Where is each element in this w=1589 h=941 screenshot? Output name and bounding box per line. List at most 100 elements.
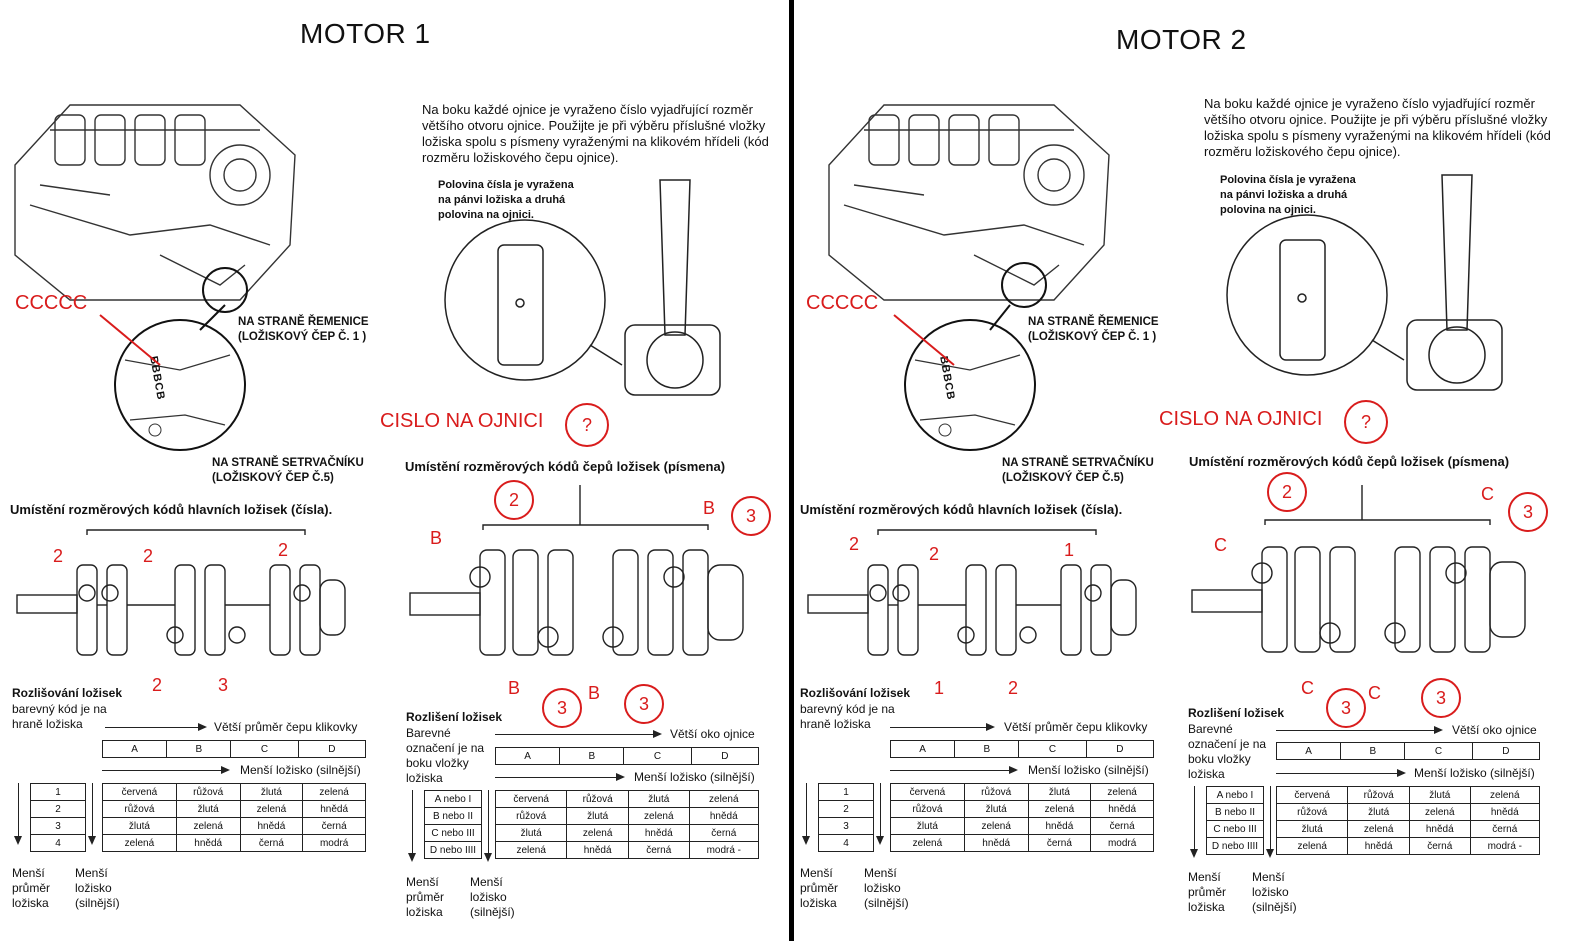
intro-text: Na boku každé ojnice je vyraženo číslo v… <box>422 102 769 165</box>
table-cell: zelená <box>1090 783 1154 801</box>
rod-callout: B <box>430 528 443 548</box>
table-cell: zelená <box>302 783 366 801</box>
main-callout: 2 <box>53 546 64 566</box>
row-label: B nebo II <box>424 807 482 825</box>
rod-bearing-heading: Umístění rozměrových kódů čepů ložisek (… <box>1189 454 1510 469</box>
table-cell: růžová <box>1347 786 1410 804</box>
left-down-arrow <box>14 783 22 845</box>
column-header: C <box>623 747 692 765</box>
left-down-arrow <box>408 790 416 862</box>
rod-callout-circle: 3 <box>1326 688 1366 728</box>
main-left-caption: Menší průměr ložiska <box>800 866 839 910</box>
main-callout: 1 <box>1064 540 1075 560</box>
table-cell: růžová <box>566 790 629 808</box>
rod-table-code-note: Barevné označení je na boku vložky ložis… <box>406 726 485 785</box>
main-row-label-table: 1 2 3 4 <box>818 783 874 852</box>
smaller-arrow <box>1276 769 1406 777</box>
left-down-arrow <box>1190 786 1198 858</box>
rod-right-caption: Menší ložisko (silnější) <box>1252 870 1297 914</box>
main-table-heading: Rozlišování ložisek <box>800 686 911 700</box>
column-header: B <box>166 740 232 758</box>
table-cell: černá <box>1090 817 1154 835</box>
motor-title: MOTOR 1 <box>300 18 431 49</box>
column-header: C <box>1018 740 1087 758</box>
table-cell: modrá - <box>1469 837 1541 855</box>
row-label: 1 <box>30 783 86 801</box>
rod-callout: B <box>508 678 521 698</box>
table-cell: hnědá <box>963 834 1029 852</box>
row-label: 2 <box>30 800 86 818</box>
row-label: 3 <box>30 817 86 835</box>
table-cell: zelená <box>1347 820 1410 838</box>
table-cell: červená <box>890 783 965 801</box>
column-header: A <box>494 747 561 765</box>
crankshaft-rod-illustration <box>1191 485 1526 653</box>
row-label: D nebo IIII <box>1206 837 1264 855</box>
table-cell: žlutá <box>1408 786 1471 804</box>
table-cell: zelená <box>688 790 760 808</box>
half-note-text: Polovina čísla je vyražena na pánvi loži… <box>438 179 574 221</box>
motor-title: MOTOR 2 <box>1116 24 1247 55</box>
larger-arrow <box>1276 726 1443 734</box>
main-column-table: A B C D <box>889 740 1155 758</box>
main-left-caption: Menší průměr ložiska <box>12 866 51 910</box>
table-cell: modrá <box>1090 834 1154 852</box>
table-cell: černá <box>627 841 690 859</box>
motor-panel-2: MOTOR 2 BBBCB CCCCC NA STRANĚ ŘEMENICE (… <box>794 0 1583 941</box>
rod-callout: B <box>703 498 716 518</box>
row-label: 2 <box>818 800 874 818</box>
main-callout: 2 <box>143 546 154 566</box>
column-header: D <box>1471 742 1541 760</box>
rod-smaller-label: Menší ložisko (silnější) <box>634 770 755 784</box>
pulley-side-label: NA STRANĚ ŘEMENICE (LOŽISKOVÝ ČEP Č. 1 ) <box>238 316 369 343</box>
table-cell: růžová <box>175 783 241 801</box>
rod-row-label-table: A nebo I B nebo II C nebo III D nebo III… <box>1206 786 1264 855</box>
crankshaft-rod-illustration <box>409 485 744 656</box>
column-header: D <box>1085 740 1155 758</box>
engine-block-illustration <box>14 104 296 313</box>
row-label: A nebo I <box>424 790 482 808</box>
main-smaller-label: Menší ložisko (silnější) <box>240 763 361 777</box>
stamp-zoom-illustration <box>114 304 246 451</box>
column-header: C <box>1404 742 1473 760</box>
table-cell: zelená <box>239 800 304 818</box>
rod-callout-circle: 2 <box>1267 472 1307 512</box>
panel-divider <box>789 0 794 941</box>
rod-right-caption: Menší ložisko (silnější) <box>470 875 515 919</box>
rod-left-caption: Menší průměr ložiska <box>406 875 445 919</box>
rod-annotation: CISLO NA OJNICI <box>1159 408 1323 430</box>
table-cell: žlutá <box>627 790 690 808</box>
intro-text: Na boku každé ojnice je vyraženo číslo v… <box>1204 96 1551 159</box>
table-cell: hnědá <box>688 807 760 825</box>
table-cell: růžová <box>1275 803 1349 821</box>
column-header: C <box>230 740 299 758</box>
rod-callout: B <box>588 683 601 703</box>
table-cell: hnědá <box>627 824 690 842</box>
table-cell: růžová <box>494 807 568 825</box>
main-right-caption: Menší ložisko (silnější) <box>75 866 120 910</box>
smaller-arrow <box>890 766 1018 774</box>
table-cell: žlutá <box>175 800 241 818</box>
left-down-arrow <box>802 783 810 845</box>
rod-callout: C <box>1368 683 1381 703</box>
main-right-caption: Menší ložisko (silnější) <box>864 866 909 910</box>
larger-arrow <box>105 723 207 731</box>
rod-row-label-table: A nebo I B nebo II C nebo III D nebo III… <box>424 790 482 859</box>
stamp-zoom-illustration <box>904 304 1036 451</box>
table-cell: žlutá <box>494 824 568 842</box>
table-cell: žlutá <box>1027 783 1092 801</box>
main-smaller-label: Menší ložisko (silnější) <box>1028 763 1149 777</box>
code-annotation: CCCCC <box>15 292 88 314</box>
rod-table-code-note: Barevné označení je na boku vložky ložis… <box>1188 722 1267 781</box>
crankshaft-main-illustration <box>16 529 346 656</box>
table-cell: černá <box>1027 834 1092 852</box>
column-header: A <box>101 740 168 758</box>
table-cell: růžová <box>890 800 965 818</box>
rod-callout-circle: 3 <box>624 684 664 724</box>
flywheel-side-label: NA STRANĚ SETRVAČNÍKU (LOŽISKOVÝ ČEP Č.5… <box>1002 457 1154 484</box>
table-cell: žlutá <box>566 807 629 825</box>
right-down-arrow <box>876 783 884 845</box>
main-table-code-note: barevný kód je na hraně ložiska <box>800 702 895 731</box>
table-cell: hnědá <box>1347 837 1410 855</box>
